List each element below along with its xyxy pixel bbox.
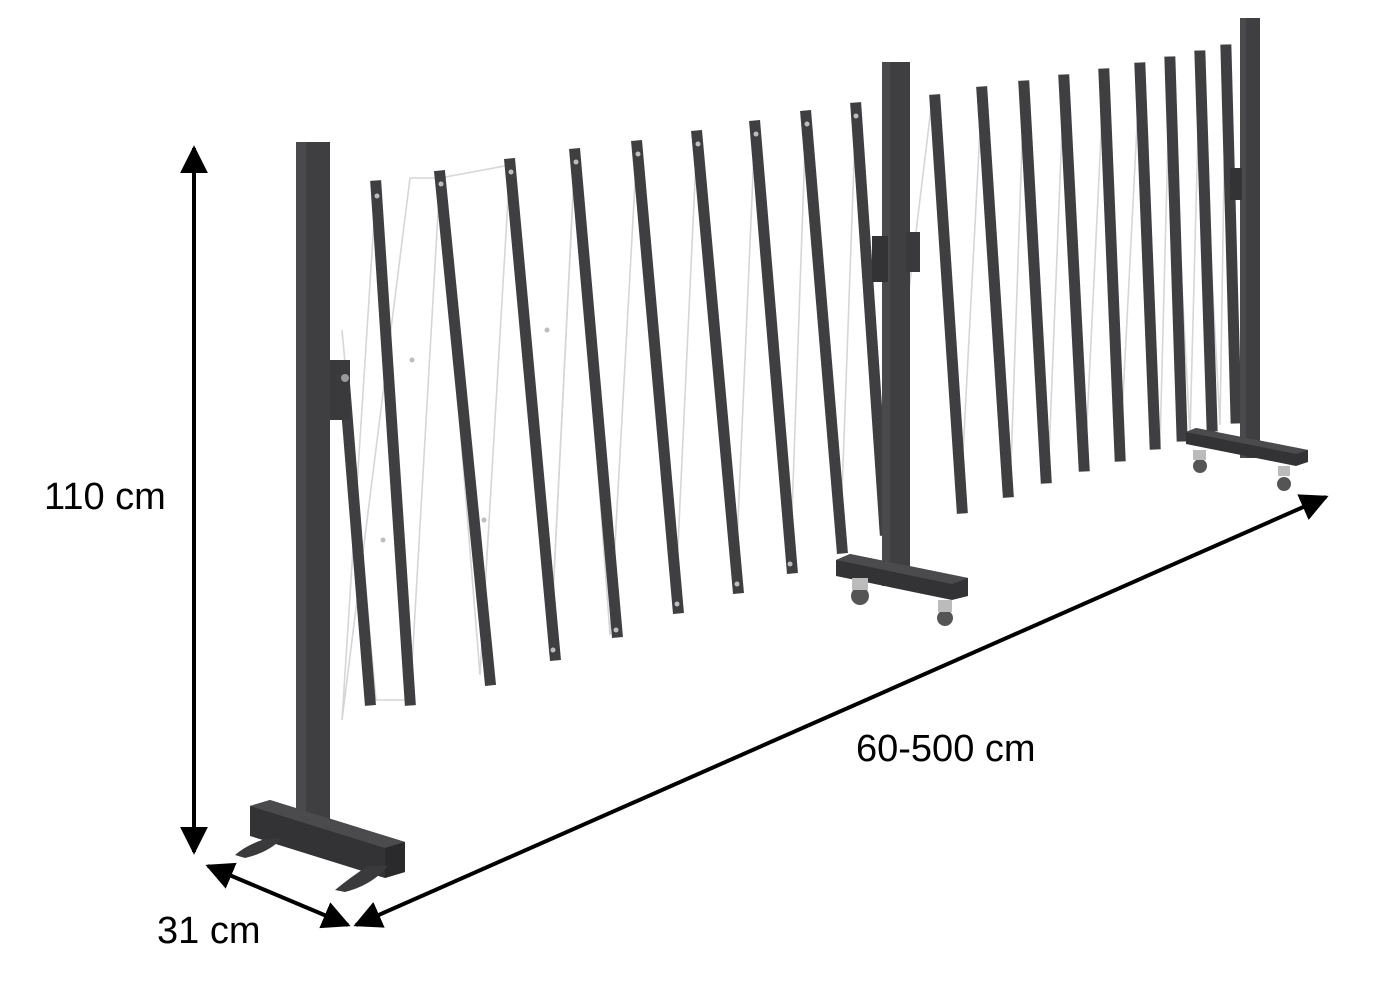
depth-arrow [205,862,351,929]
elastic-cords [341,49,1227,721]
length-dimension-label: 60-500 cm [856,728,1036,770]
dimension-arrows [180,145,1329,929]
right-post [1186,18,1308,491]
height-dimension-label: 110 cm [44,476,166,518]
depth-dimension-label: 31 cm [157,910,261,952]
length-arrow [353,494,1329,928]
scissor-slats [339,44,1242,706]
